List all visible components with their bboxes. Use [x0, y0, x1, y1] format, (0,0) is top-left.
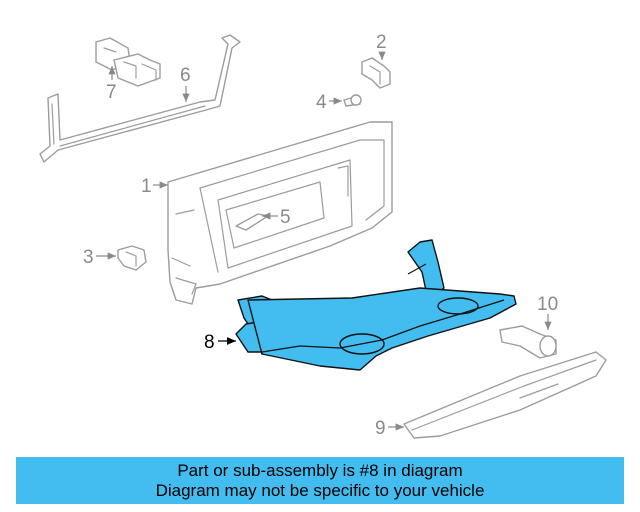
- callout-5: 5: [262, 207, 291, 228]
- svg-text:8: 8: [204, 332, 215, 353]
- svg-text:3: 3: [83, 247, 94, 268]
- part-4-screw: [343, 94, 362, 107]
- callout-1: 1: [141, 176, 168, 197]
- banner-line-1: Part or sub-assembly is #8 in diagram: [177, 461, 463, 480]
- svg-text:7: 7: [106, 82, 117, 103]
- callout-8: 8: [204, 332, 236, 353]
- banner-line-2: Diagram may not be specific to your vehi…: [155, 481, 485, 500]
- part-2-clip: [361, 57, 391, 89]
- part-8-glove-box-bin: [235, 239, 517, 371]
- callout-2: 2: [376, 32, 387, 60]
- part-9-trim-panel: [403, 351, 607, 439]
- parts-diagram: 1 2 3 4 5 6 7 8 9 10: [39, 32, 607, 439]
- info-banner: Part or sub-assembly is #8 in diagram Di…: [16, 457, 624, 504]
- svg-text:5: 5: [280, 207, 291, 228]
- svg-text:2: 2: [376, 32, 387, 53]
- callout-7: 7: [106, 66, 117, 103]
- callout-10: 10: [537, 294, 558, 330]
- part-1-glove-box-frame: [167, 121, 393, 305]
- svg-text:9: 9: [375, 418, 386, 439]
- callout-6: 6: [180, 65, 191, 102]
- svg-text:10: 10: [537, 294, 558, 315]
- callout-3: 3: [83, 247, 116, 268]
- callout-9: 9: [375, 418, 404, 439]
- svg-text:1: 1: [141, 176, 152, 197]
- svg-text:6: 6: [180, 65, 191, 86]
- part-6-support-bracket: [39, 34, 241, 163]
- part-3-clip: [117, 245, 147, 271]
- svg-text:4: 4: [316, 92, 327, 113]
- callout-4: 4: [316, 92, 342, 113]
- part-10-socket: [499, 325, 557, 359]
- part-7-latch-assembly: [95, 37, 161, 87]
